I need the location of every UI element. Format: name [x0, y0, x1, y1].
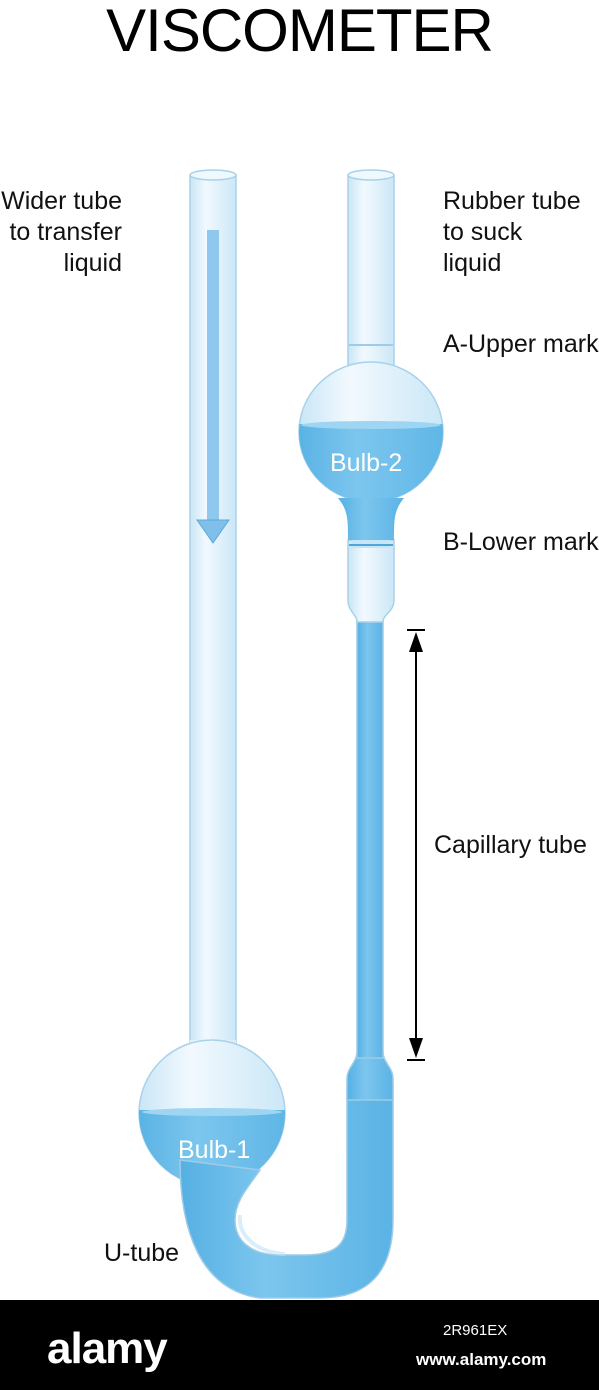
- u-tube: [179, 1084, 394, 1299]
- label-u-tube: U-tube: [104, 1239, 180, 1267]
- rubber-tube-connection: [347, 169, 395, 376]
- label-wider-tube: Wider tube to transfer liquid: [1, 187, 122, 277]
- site-url: www.alamy.com: [416, 1350, 547, 1369]
- viscometer-diagram: [138, 169, 444, 1299]
- alamy-logo: alamy: [47, 1324, 168, 1373]
- label-capillary-tube: Capillary tube: [434, 831, 587, 859]
- diagram-title: VISCOMETER: [106, 0, 494, 64]
- label-rubber-tube: Rubber tube to suck liquid: [443, 187, 581, 277]
- watermark-footer: alamy 2R961EX www.alamy.com: [0, 1300, 599, 1390]
- bulb-2: [298, 361, 444, 546]
- image-id: 2R961EX: [443, 1322, 508, 1339]
- label-bulb-1: Bulb-1: [178, 1136, 251, 1164]
- lower-mark-section: [347, 539, 395, 623]
- label-lower-mark: B-Lower mark: [443, 528, 599, 556]
- label-bulb-2: Bulb-2: [330, 449, 403, 477]
- capillary-dimension-arrow-icon: [407, 629, 425, 1061]
- capillary-lower-section: [346, 1051, 394, 1101]
- flow-arrow-icon: [196, 230, 230, 544]
- capillary-tube: [356, 617, 384, 1059]
- label-upper-mark: A-Upper mark: [443, 330, 599, 358]
